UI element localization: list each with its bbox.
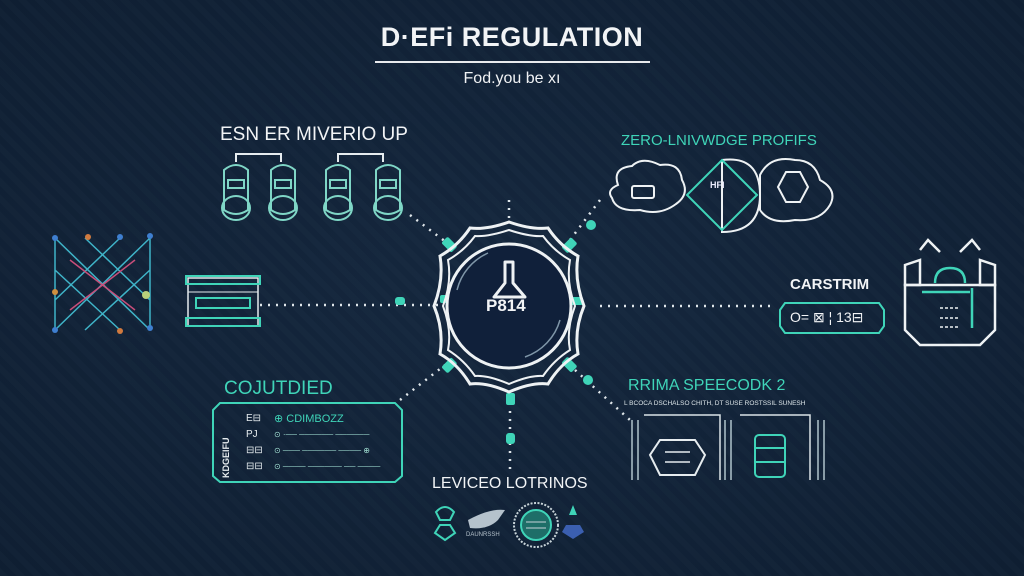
vessel-group: [222, 154, 402, 220]
authority-icon: [562, 505, 584, 539]
node-label-top-right: ZERO-LNIVWDGE PROFIFS: [621, 132, 817, 149]
nub-bottom: [506, 393, 515, 405]
panel-row-value: ⊕ CDIMBOZZ: [274, 412, 344, 425]
database-icon: [755, 435, 785, 477]
nub-left-dot: [395, 297, 405, 305]
node-label-top-left: ESN ER MIVERIO UP: [220, 124, 408, 146]
hub-label: P814: [486, 296, 526, 316]
seal-icon: [514, 503, 558, 547]
nub-top-right-dot: [586, 220, 596, 230]
nub-bottom-dot: [506, 433, 515, 444]
server-rack-icon: [186, 276, 260, 326]
vessel-icon: [222, 165, 250, 220]
panel-row: PJ ⊙ ·── ────── ──────: [246, 426, 396, 442]
vessel-icon: [324, 165, 352, 220]
frames-bottom-right: [632, 415, 824, 480]
carstrim-box-text: O= ⊠ ¦ 13⊟: [790, 309, 863, 326]
hexagon-icon: [778, 172, 808, 202]
nub-bottom-right-dot: [583, 375, 593, 385]
panel-row-value: ⊙ ·── ────── ──────: [274, 430, 369, 439]
panel-row-key: ⊟⊟: [246, 461, 268, 472]
panel-side-text: KDGEIFU: [221, 412, 235, 478]
zkp-group: [610, 159, 832, 232]
eagle-caption: DAUNRSSH: [466, 532, 500, 538]
panel-row-key: PJ: [246, 429, 268, 440]
panel-row: E⊟ ⊕ CDIMBOZZ: [246, 410, 396, 426]
panel-row-value: ⊙ ──── ────── ── ────: [274, 462, 380, 471]
vessel-icon: [269, 165, 297, 220]
panel-row-key: ⊟⊟: [246, 445, 268, 456]
connector-top-right: [570, 200, 600, 240]
hexagon-cloud: [760, 159, 832, 221]
vessel-icon: [374, 165, 402, 220]
node-label-right: CARSTRIM: [790, 276, 869, 293]
panel-row-key: E⊟: [246, 413, 268, 424]
connector-bottom-right: [575, 370, 630, 420]
panel-rows: E⊟ ⊕ CDIMBOZZ PJ ⊙ ·── ────── ────── ⊟⊟ …: [246, 410, 396, 474]
node-caption-bottom-right: L BCOCA DSCHALSO CHITH, DT SUSE ROSTSSIL…: [624, 400, 824, 407]
diamond-text: HFI: [710, 180, 725, 190]
eagle-icon: [468, 510, 505, 529]
panel-row: ⊟⊟ ⊙ ─── ────── ──── ⊕: [246, 442, 396, 458]
network-graph-icon: [52, 233, 153, 334]
connector-bottom-left: [400, 365, 445, 400]
node-label-bottom: LEVICEO LOTRINOS: [432, 475, 588, 493]
regulator-badge-icon: [435, 507, 455, 540]
panel-row-value: ⊙ ─── ────── ──── ⊕: [274, 446, 370, 455]
panel-row: ⊟⊟ ⊙ ──── ────── ── ────: [246, 458, 396, 474]
node-label-bottom-right: RRIMA SPEECODK 2: [628, 377, 785, 395]
hub-arc-shape: [722, 159, 760, 232]
lock-document-icon: [905, 240, 995, 345]
shield-emblem-icon: [650, 440, 705, 475]
node-label-bottom-left: COJUTDIED: [224, 378, 333, 400]
bottom-badges: [435, 503, 584, 547]
